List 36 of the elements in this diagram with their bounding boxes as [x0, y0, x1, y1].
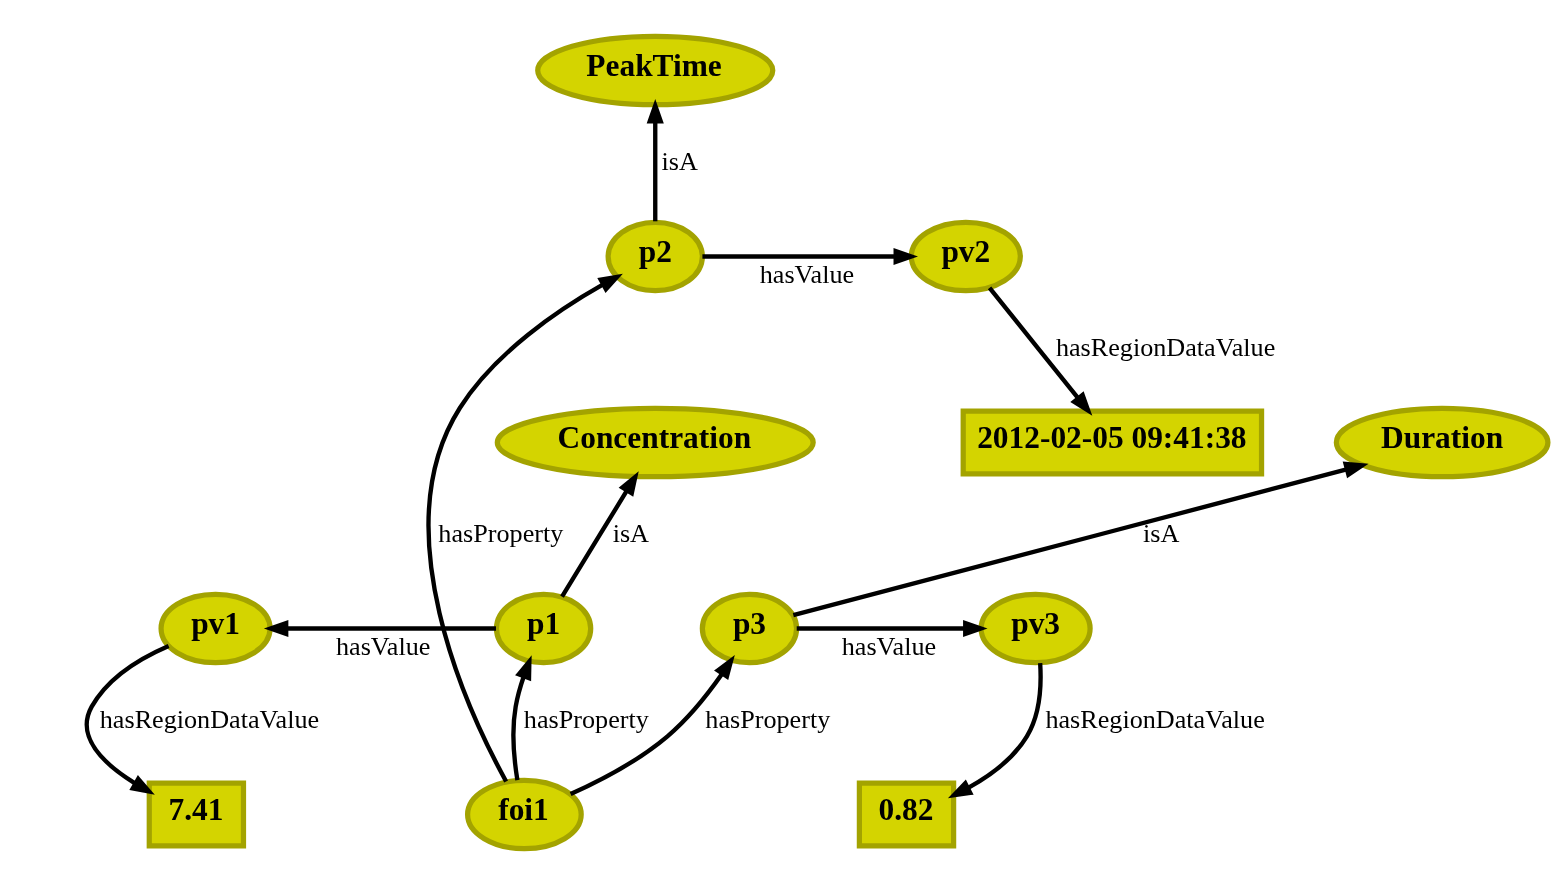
edge-label: isA: [1143, 518, 1180, 548]
arrow: [569, 655, 735, 797]
arrow: [646, 98, 664, 222]
node-box: 7.41: [146, 780, 247, 849]
arrow: [796, 619, 988, 638]
arrow: [702, 247, 918, 266]
node-ellipse: Concentration: [494, 405, 816, 480]
node-ellipse: p3: [699, 591, 800, 666]
arrow: [263, 619, 496, 638]
edge-label: hasValue: [335, 631, 431, 661]
node-box: 0.82: [856, 780, 957, 849]
arrow: [84, 643, 170, 795]
node-ellipse: pv2: [908, 219, 1023, 294]
arrow: [987, 286, 1093, 416]
node-box: 2012-02-05 09:41:38: [960, 408, 1265, 477]
edge-label: isA: [661, 146, 698, 176]
node-ellipse: PeakTime: [535, 33, 776, 108]
edge-label: hasProperty: [438, 518, 564, 548]
edge-label: hasRegionDataValue: [99, 704, 320, 734]
node-ellipse: p2: [605, 219, 705, 294]
edge-label: hasRegionDataValue: [1045, 704, 1265, 734]
node-ellipse: p1: [493, 591, 594, 666]
arrow: [947, 663, 1043, 799]
edge-label: hasProperty: [523, 704, 649, 734]
node-ellipse: pv3: [978, 591, 1093, 666]
edge-label: hasValue: [759, 259, 855, 289]
edge-label: hasRegionDataValue: [1055, 332, 1276, 362]
node-ellipse: foi1: [465, 777, 584, 852]
edge-label: isA: [612, 518, 649, 548]
arrow: [560, 471, 639, 598]
edge-label: hasValue: [841, 631, 937, 661]
arrow: [511, 655, 532, 781]
arrow: [426, 273, 623, 783]
edge-label: hasProperty: [705, 704, 831, 734]
node-ellipse: pv1: [158, 591, 273, 666]
arrow: [792, 461, 1369, 618]
